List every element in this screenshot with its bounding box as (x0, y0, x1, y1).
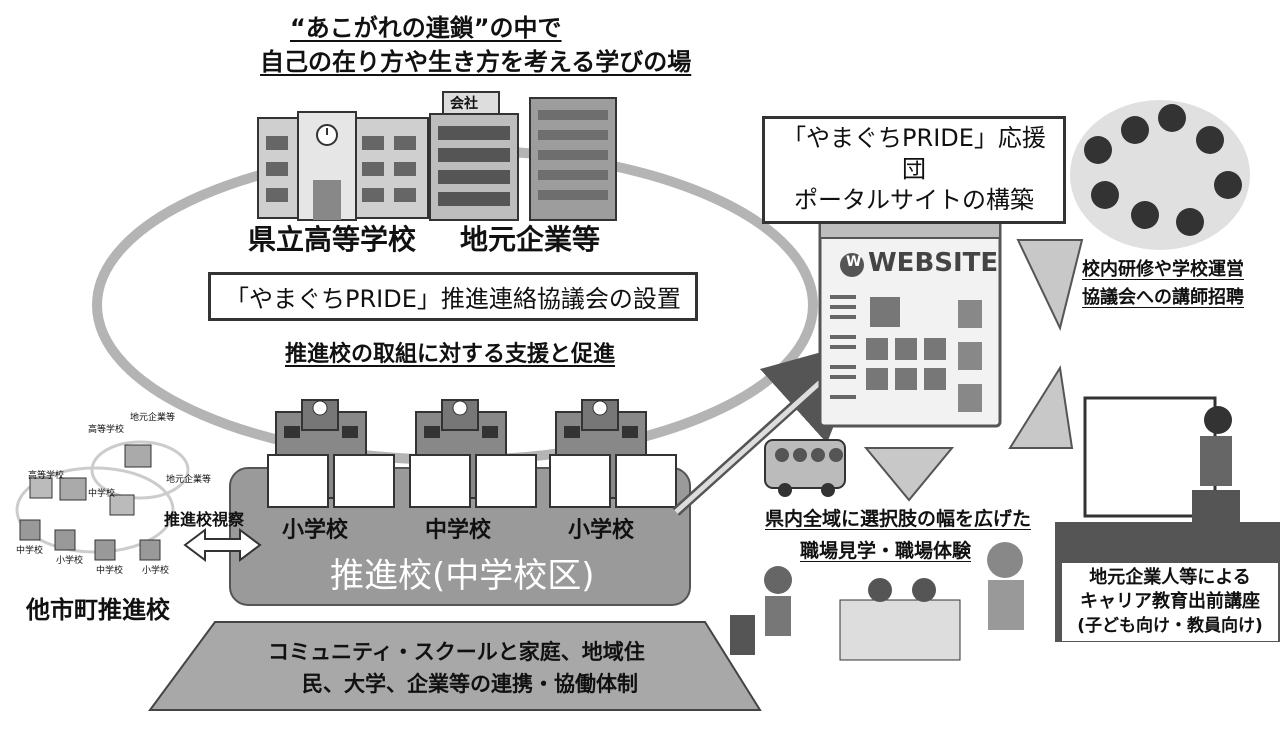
other-cities-label: 他市町推進校 (26, 596, 170, 624)
high-school-building (257, 111, 429, 221)
career-line-1: 地元企業人等による (1089, 567, 1251, 588)
workplace-line-2: 職場見学・職場体験 (800, 540, 972, 562)
company-buildings (429, 91, 617, 221)
website-logo-letter: W (846, 254, 862, 270)
other-cities-map (15, 440, 190, 561)
website-window (818, 216, 1002, 428)
website-word: WEBSITE (868, 248, 999, 278)
mini-label-9: 小学校 (142, 566, 170, 576)
mini-label-4: 地元企業等 (166, 475, 212, 485)
company-sign: 会社 (450, 96, 478, 112)
foundation-trapezoid (148, 621, 762, 711)
portal-title-line-2: ポータルサイトの構築 (794, 186, 1034, 215)
portal-title-line-1: 「やまぐちPRIDE」応援団 (782, 124, 1046, 184)
council-title: 「やまぐちPRIDE」推進連絡協議会の設置 (208, 272, 698, 321)
school-district-title: 推進校(中学校区) (330, 556, 595, 596)
school-middle-label: 中学校 (425, 518, 492, 543)
triangle-to-workplace (863, 447, 955, 502)
career-text-box: 地元企業人等による キャリア教育出前講座 (子ども向け・教員向け) (1062, 563, 1278, 641)
mini-label-7: 小学校 (56, 556, 84, 566)
support-text: 推進校の取組に対する支援と促進 (285, 342, 616, 367)
base-line-1: コミュニティ・スクールと家庭、地域住 (268, 640, 645, 664)
mini-label-5: 中学校 (88, 489, 116, 499)
mini-label-2: 地元企業等 (130, 413, 176, 423)
visit-label: 推進校視察 (164, 510, 245, 529)
base-line-2: 民、大学、企業等の連携・協働体制 (302, 672, 638, 696)
local-companies-label: 地元企業等 (460, 223, 601, 256)
training-line-1: 校内研修や学校運営 (1082, 259, 1244, 280)
bus-illustration (764, 439, 846, 497)
career-line-2: キャリア教育出前講座 (1080, 591, 1260, 613)
mini-label-1: 高等学校 (88, 425, 125, 435)
meeting-people-illustration (1070, 100, 1250, 250)
workplace-illustrations (730, 542, 1024, 661)
workplace-line-1: 県内全域に選択肢の幅を広げた (765, 508, 1032, 530)
double-arrow (183, 528, 262, 562)
portal-title-box: 「やまぐちPRIDE」応援団 ポータルサイトの構築 (762, 116, 1066, 224)
district-school-buildings (267, 399, 677, 508)
triangle-to-career (1008, 365, 1074, 449)
prefectural-school-label: 県立高等学校 (248, 223, 417, 256)
heading-line-2: 自己の在り方や生き方を考える学びの場 (260, 48, 692, 76)
mini-label-3: 高等学校 (28, 471, 65, 481)
mini-label-8: 中学校 (96, 566, 124, 576)
heading-line-1: “あこがれの連鎖”の中で (290, 14, 562, 42)
career-line-3: (子ども向け・教員向け) (1077, 615, 1263, 636)
training-line-2: 協議会への講師招聘 (1082, 287, 1244, 308)
school-right-label: 小学校 (568, 518, 635, 543)
mini-label-6: 中学校 (16, 546, 44, 556)
triangle-to-training (1016, 239, 1084, 331)
school-left-label: 小学校 (282, 518, 349, 543)
